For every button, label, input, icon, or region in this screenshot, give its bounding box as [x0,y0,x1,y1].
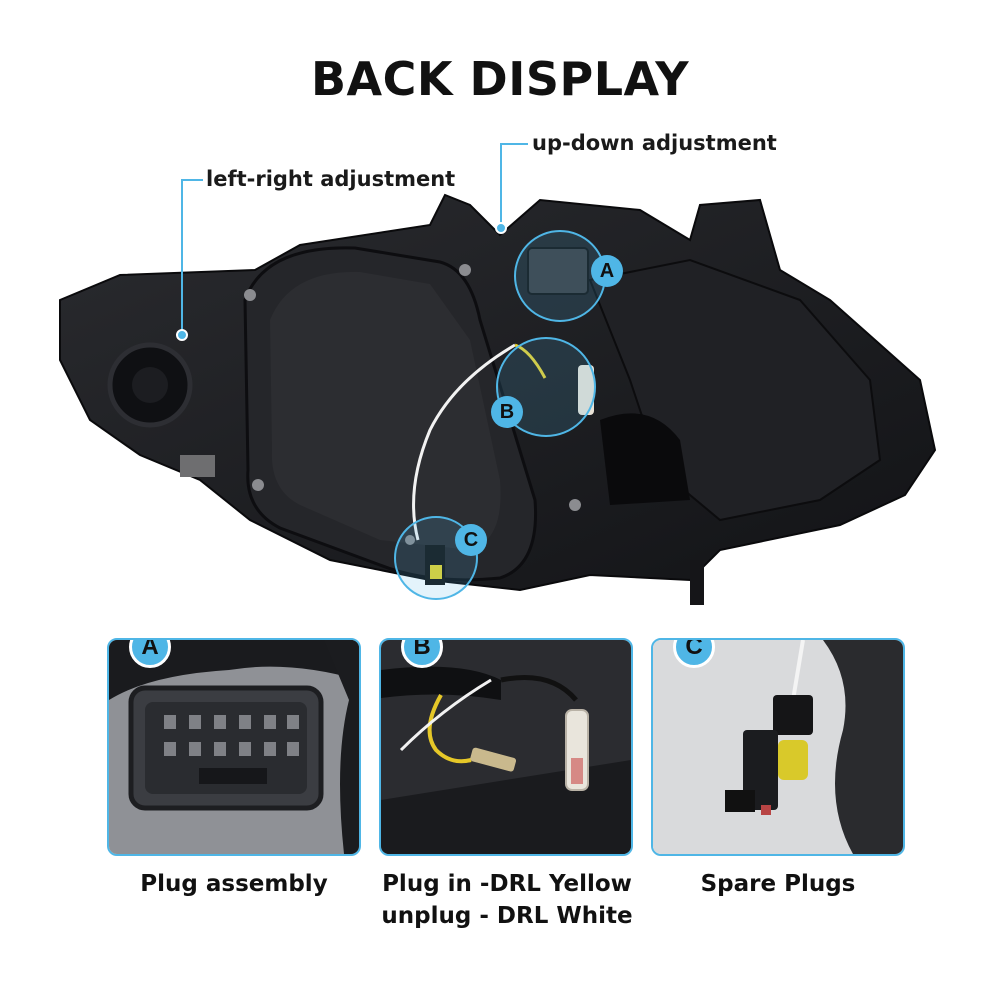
marker-c: C [455,524,487,556]
left-right-adjustment-label: left-right adjustment [206,167,456,191]
panel-a-caption: Plug assembly [84,868,384,900]
detail-panel-spare-plugs: C [651,638,905,856]
page-title: BACK DISPLAY [310,52,690,106]
drl-white-caption: unplug - DRL White [381,903,633,929]
up-down-leader-horizontal [500,143,528,145]
panel-b-caption: Plug in -DRL Yellow unplug - DRL White [357,868,657,932]
up-down-adjuster-dot [495,222,507,234]
plug-assembly-photo [109,640,359,854]
drl-yellow-caption: Plug in -DRL Yellow [382,871,632,897]
up-down-leader-vertical [500,143,502,225]
panel-c-badge: C [673,640,715,668]
left-right-leader-vertical [181,179,183,331]
left-right-adjuster-dot [176,329,188,341]
drl-plug-photo [381,640,631,854]
panel-c-caption: Spare Plugs [628,868,928,900]
plug-assembly-caption: Plug assembly [140,871,328,897]
marker-b: B [491,396,523,428]
spare-plugs-caption: Spare Plugs [700,871,856,897]
left-right-leader-horizontal [181,179,203,181]
up-down-adjustment-label: up-down adjustment [532,131,777,155]
highlight-ring-a [514,230,606,322]
marker-a: A [591,255,623,287]
detail-panel-plug-assembly: A [107,638,361,856]
spare-plugs-photo [653,640,903,854]
detail-panel-drl-plug: B [379,638,633,856]
